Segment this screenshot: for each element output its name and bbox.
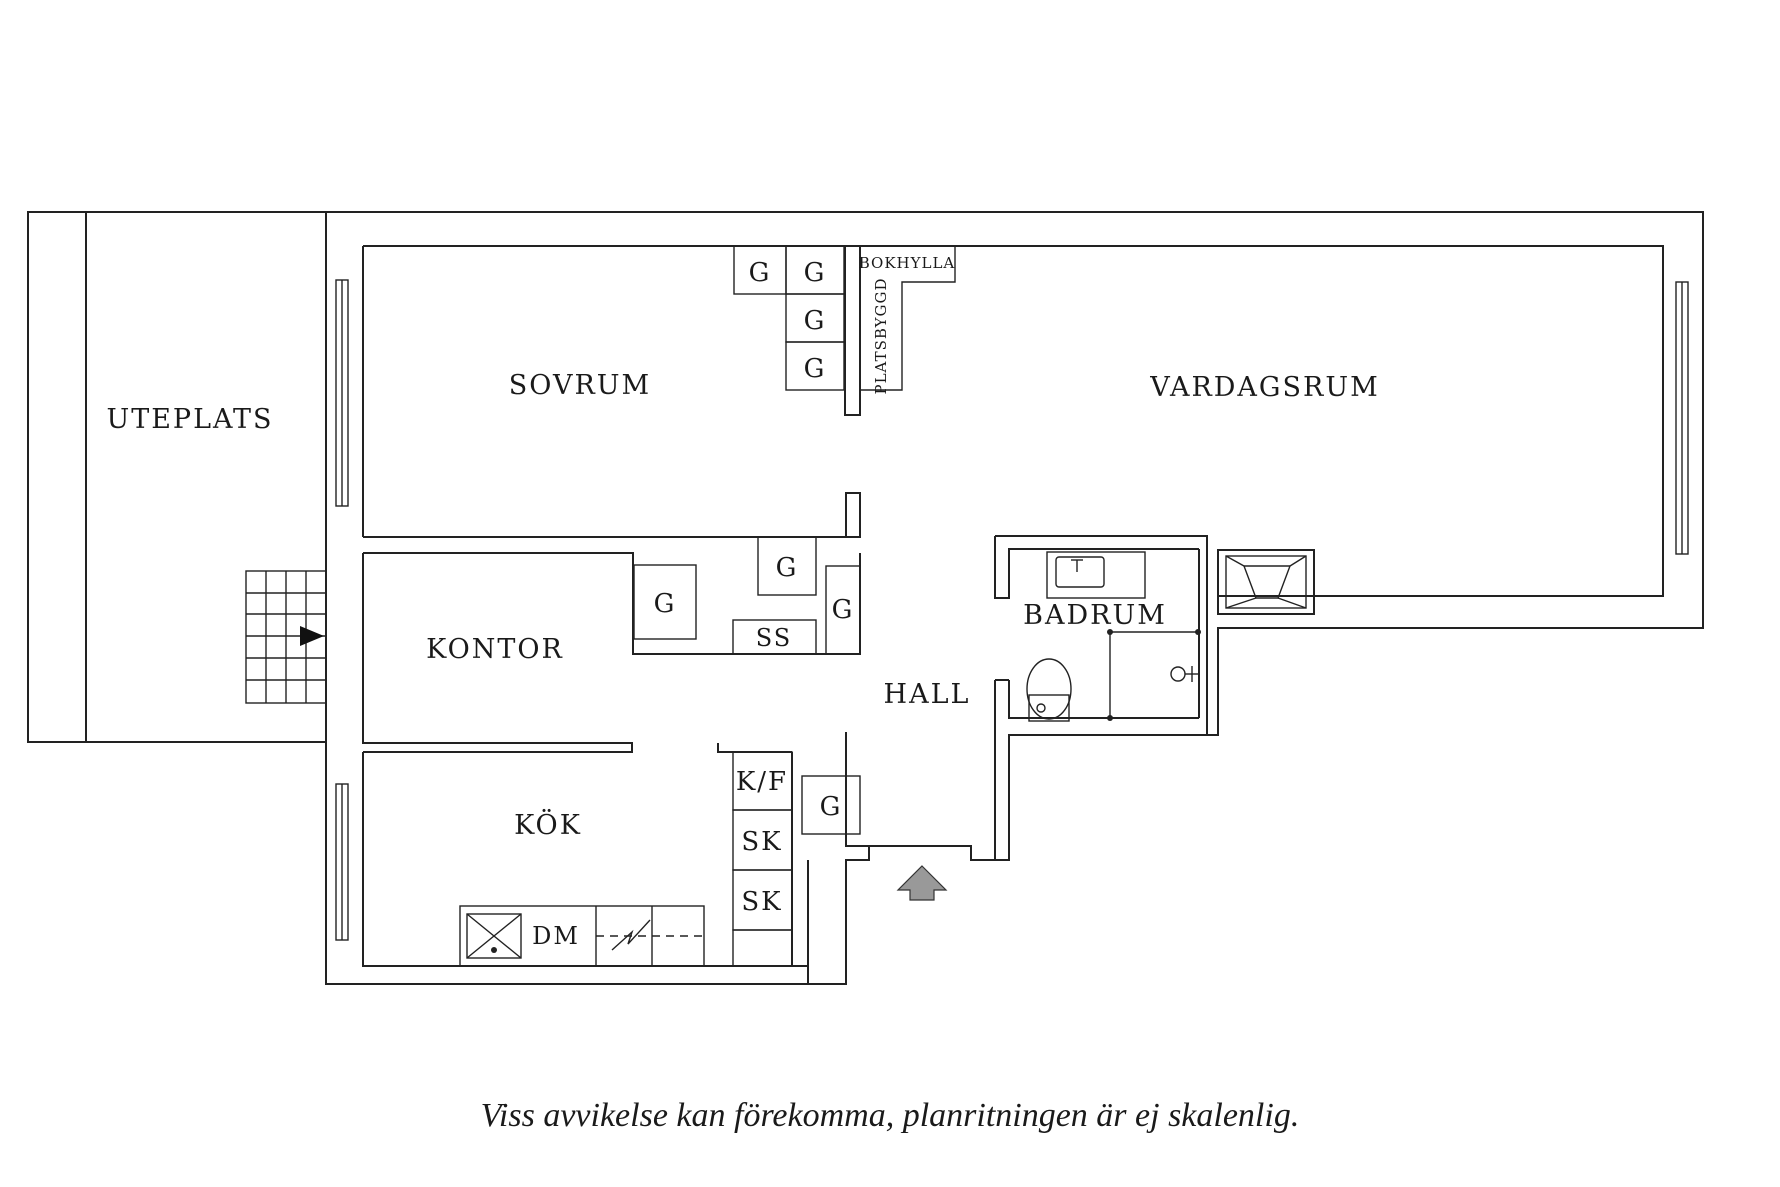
- exterior-walls: [325, 211, 1704, 985]
- bookshelf-outline: [860, 245, 956, 391]
- counter-end: [732, 929, 793, 967]
- hall-kok-wall: [845, 732, 880, 847]
- kf-label: K/F: [736, 767, 788, 797]
- wardrobe-label: G: [776, 553, 799, 583]
- wardrobe-label: G: [804, 258, 827, 288]
- entry-arrow-icon: [300, 626, 324, 646]
- kok-top-wall: [717, 743, 792, 753]
- wardrobe-hall-3: [801, 775, 861, 835]
- room-label-hall: HALL: [884, 679, 971, 710]
- stairs: [245, 570, 327, 704]
- vanity: [1046, 551, 1146, 599]
- shaft-outer: [1217, 549, 1315, 615]
- wardrobe-4: [785, 341, 845, 391]
- dm-label: DM: [532, 922, 580, 950]
- badrum-hall-wall: [994, 679, 1009, 860]
- windows: [335, 279, 1689, 941]
- outer-wall: [325, 211, 1704, 985]
- kontor-bottom-wall: [362, 708, 633, 753]
- wardrobe-hall-2: [825, 565, 861, 655]
- room-label-kontor: KONTOR: [426, 634, 564, 665]
- wardrobe-hall-1: [757, 536, 817, 596]
- toilet-icon: [1026, 658, 1072, 720]
- wardrobe-label: G: [832, 595, 855, 625]
- inner-wall-top: [363, 245, 1664, 597]
- built-in-label: PLATSBYGGD: [872, 278, 890, 395]
- sk-label: SK: [741, 887, 782, 917]
- room-label-vardagsrum: VARDAGSRUM: [1149, 372, 1379, 403]
- uteplats-area: [27, 211, 327, 743]
- badrum-inner-wall: [994, 536, 1199, 599]
- counter: [459, 905, 705, 967]
- ss-label: SS: [756, 624, 792, 652]
- shower-head-icon: [1170, 666, 1186, 682]
- room-labels: UTEPLATS SOVRUM VARDAGSRUM KONTOR HALL B…: [106, 370, 1379, 841]
- wardrobe-label: G: [804, 306, 827, 336]
- bookshelf: BOKHYLLA PLATSBYGGD: [859, 245, 956, 395]
- kitchen-fixtures: K/F SK SK DM: [459, 751, 793, 967]
- uteplats-outline: [27, 211, 327, 743]
- disclaimer-text: Viss avvikelse kan förekomma, planritnin…: [481, 1097, 1300, 1134]
- badrum-bottom-wall: [1008, 680, 1199, 719]
- bookshelf-label: BOKHYLLA: [859, 254, 956, 272]
- badrum-outer-wall: [995, 535, 1208, 735]
- washbasin-icon: [1055, 556, 1105, 588]
- wardrobes: G G G G G G G SS G: [633, 245, 861, 835]
- ss-cabinet: [732, 619, 817, 655]
- shower-area: [1109, 631, 1198, 719]
- room-label-uteplats: UTEPLATS: [106, 404, 273, 435]
- stove-icon: [466, 913, 522, 959]
- sink-icon: [611, 919, 651, 951]
- wardrobe-label: G: [804, 354, 827, 384]
- sk-label: SK: [741, 827, 782, 857]
- wardrobe-label: G: [654, 589, 677, 619]
- entry-door-jambs: [868, 846, 972, 860]
- toilet-tank: [1028, 694, 1070, 722]
- sovrum-vardagsrum-wall: [844, 246, 861, 416]
- sovrum-bottom-wall: [363, 492, 861, 538]
- wardrobe-kontor: [633, 564, 697, 640]
- wardrobe-label: G: [749, 258, 772, 288]
- fireplace-icon: [1242, 565, 1292, 599]
- room-label-sovrum: SOVRUM: [509, 370, 651, 401]
- room-label-badrum: BADRUM: [1023, 600, 1167, 631]
- bathroom-fixtures: [1026, 551, 1201, 722]
- wardrobe-label: G: [820, 792, 843, 822]
- entry-direction-icon: [896, 865, 948, 901]
- shaft-inner: [1225, 555, 1307, 609]
- room-label-kok: KÖK: [514, 807, 582, 841]
